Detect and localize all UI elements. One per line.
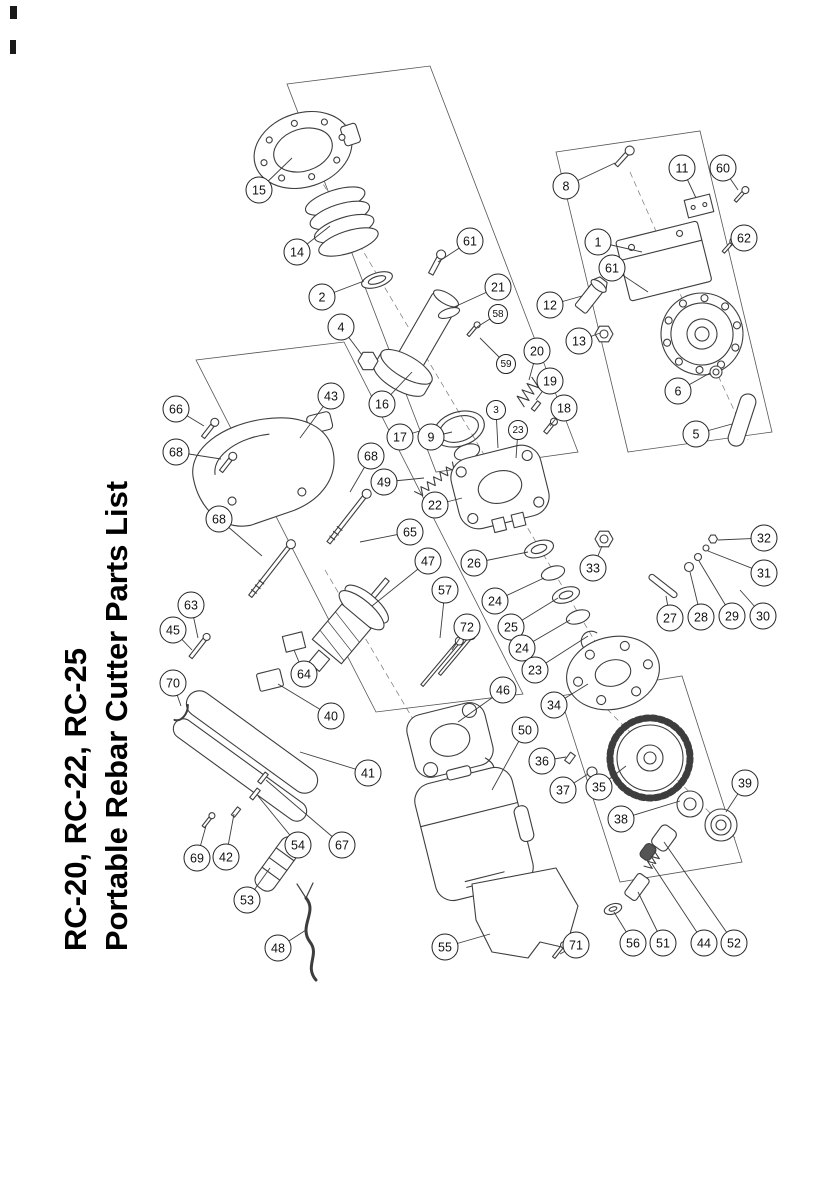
part-callout-2: 2 <box>308 283 336 311</box>
part-callout-32: 32 <box>750 524 778 552</box>
part-callout-72: 72 <box>453 613 481 641</box>
part-callout-68: 68 <box>357 442 385 470</box>
part-callout-70: 70 <box>159 669 187 697</box>
part-callout-67: 67 <box>328 831 356 859</box>
part-callout-51: 51 <box>649 929 677 957</box>
part-callout-21: 21 <box>484 273 512 301</box>
part-callout-64: 64 <box>290 660 318 688</box>
part-callout-9: 9 <box>417 423 445 451</box>
part-callout-8: 8 <box>552 172 580 200</box>
part-callout-40: 40 <box>317 702 345 730</box>
scan-artifact <box>10 6 17 19</box>
part-callout-35: 35 <box>585 773 613 801</box>
part-callout-41: 41 <box>354 759 382 787</box>
part-callout-65: 65 <box>396 518 424 546</box>
part-callout-5: 5 <box>682 420 710 448</box>
part-callout-36: 36 <box>528 747 556 775</box>
part-callout-60: 60 <box>709 154 737 182</box>
part-callout-43: 43 <box>317 382 345 410</box>
part-callout-47: 47 <box>414 547 442 575</box>
part-callout-23: 23 <box>521 656 549 684</box>
part-callout-49: 49 <box>370 468 398 496</box>
part-callout-20: 20 <box>523 337 551 365</box>
part-callout-33: 33 <box>579 554 607 582</box>
part-callout-61: 61 <box>456 227 484 255</box>
part-callout-45: 45 <box>159 616 187 644</box>
part-callout-12: 12 <box>536 291 564 319</box>
part-callout-63: 63 <box>177 591 205 619</box>
part-callout-68: 68 <box>205 505 233 533</box>
part-callout-31: 31 <box>750 559 778 587</box>
part-callout-46: 46 <box>489 676 517 704</box>
part-callout-53: 53 <box>233 886 261 914</box>
part-callout-1: 1 <box>584 228 612 256</box>
part-callout-27: 27 <box>656 604 684 632</box>
part-callout-34: 34 <box>540 691 568 719</box>
part-callout-66: 66 <box>162 395 190 423</box>
part-callout-4: 4 <box>327 313 355 341</box>
part-callout-28: 28 <box>687 603 715 631</box>
part-callout-13: 13 <box>565 327 593 355</box>
part-callout-50: 50 <box>511 716 539 744</box>
part-callout-52: 52 <box>720 929 748 957</box>
part-callout-6: 6 <box>664 377 692 405</box>
part-callout-38: 38 <box>607 805 635 833</box>
part-callout-56: 56 <box>619 929 647 957</box>
part-callout-17: 17 <box>386 423 414 451</box>
part-callout-22: 22 <box>421 491 449 519</box>
part-callout-16: 16 <box>368 390 396 418</box>
part-callout-15: 15 <box>245 176 273 204</box>
part-callout-62: 62 <box>730 224 758 252</box>
part-callout-42: 42 <box>212 843 240 871</box>
part-callout-59: 59 <box>496 354 516 374</box>
part-callout-11: 11 <box>668 154 696 182</box>
part-callout-26: 26 <box>460 549 488 577</box>
part-callout-29: 29 <box>718 602 746 630</box>
part-callout-44: 44 <box>690 929 718 957</box>
part-callout-58: 58 <box>488 304 508 324</box>
part-callout-24: 24 <box>481 587 509 615</box>
part-callout-18: 18 <box>550 394 578 422</box>
part-callout-48: 48 <box>264 934 292 962</box>
part-callout-39: 39 <box>731 769 759 797</box>
part-callout-14: 14 <box>283 238 311 266</box>
part-callout-37: 37 <box>549 776 577 804</box>
part-callout-61: 61 <box>598 254 626 282</box>
part-callout-71: 71 <box>562 931 590 959</box>
part-callout-57: 57 <box>431 576 459 604</box>
part-callout-19: 19 <box>536 367 564 395</box>
assembly-frames <box>195 65 773 883</box>
part-callout-54: 54 <box>284 831 312 859</box>
part-callout-68: 68 <box>162 438 190 466</box>
part-shapes <box>172 111 757 982</box>
scan-artifact <box>10 40 16 54</box>
part-callout-55: 55 <box>431 933 459 961</box>
part-callout-30: 30 <box>749 602 777 630</box>
part-callout-69: 69 <box>183 844 211 872</box>
part-callout-3: 3 <box>486 400 506 420</box>
part-callout-23: 23 <box>508 420 528 440</box>
